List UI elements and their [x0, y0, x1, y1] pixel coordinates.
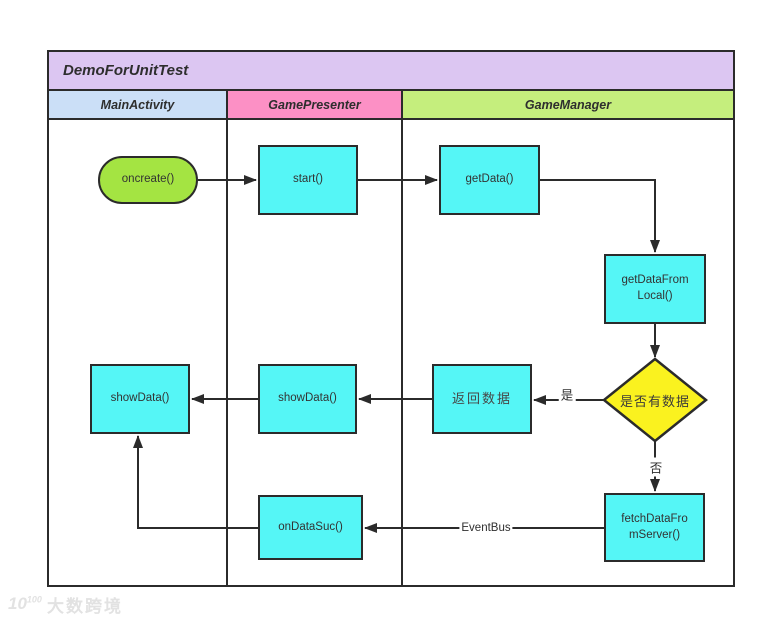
node-get-data: getData(): [439, 145, 540, 215]
lane-divider-2: [401, 91, 403, 585]
node-label: start(): [292, 173, 324, 186]
node-label: showData(): [110, 392, 170, 405]
lane-header-underline: [49, 118, 733, 120]
diagram-frame: [47, 50, 735, 587]
watermark-text: 大数跨境: [46, 596, 123, 616]
diagram-title-band: DemoForUnitTest: [49, 52, 733, 91]
node-get-data-from-local: getDataFrom Local(): [604, 254, 706, 324]
node-label: onDataSuc(): [278, 520, 343, 533]
edge-label-no: 否: [647, 457, 665, 477]
lane-header-game-manager: GameManager: [403, 91, 733, 118]
node-label: showData(): [278, 392, 337, 405]
node-fetch-data-from-server: fetchDataFro mServer(): [604, 493, 705, 562]
lane-header-game-presenter: GamePresenter: [228, 91, 401, 118]
lane-divider-1: [226, 91, 228, 585]
lane-header-label: MainActivity: [100, 97, 175, 112]
node-label: getData(): [465, 173, 514, 186]
node-label: 返回数据: [451, 391, 512, 407]
lane-header-label: GameManager: [524, 97, 612, 112]
node-show-data-presenter: showData(): [258, 364, 357, 434]
node-on-data-suc: onDataSuc(): [258, 495, 363, 560]
node-has-data-decision: 是否有数据: [598, 353, 712, 447]
node-label-line2: Local(): [637, 290, 673, 302]
node-label: 是否有数据: [619, 393, 690, 409]
node-label: oncreate(): [121, 173, 175, 186]
node-oncreate: oncreate(): [98, 156, 198, 204]
node-label-line1: getDataFrom: [621, 274, 689, 287]
edge-label-yes: 是: [558, 384, 576, 404]
node-show-data-activity: showData(): [90, 364, 190, 434]
lane-header-label: GamePresenter: [268, 97, 361, 112]
node-label-line2: mServer(): [628, 528, 681, 541]
diagram-title: DemoForUnitTest: [63, 62, 189, 79]
watermark-logo: 10100: [8, 594, 42, 613]
edge-label-eventbus: EventBus: [459, 522, 513, 534]
lane-header-main-activity: MainActivity: [49, 91, 226, 118]
watermark: 10100 大数跨境: [8, 591, 123, 617]
node-return-data: 返回数据: [432, 364, 532, 434]
node-label-line1: fetchDataFro: [621, 512, 688, 525]
node-start: start(): [258, 145, 358, 215]
